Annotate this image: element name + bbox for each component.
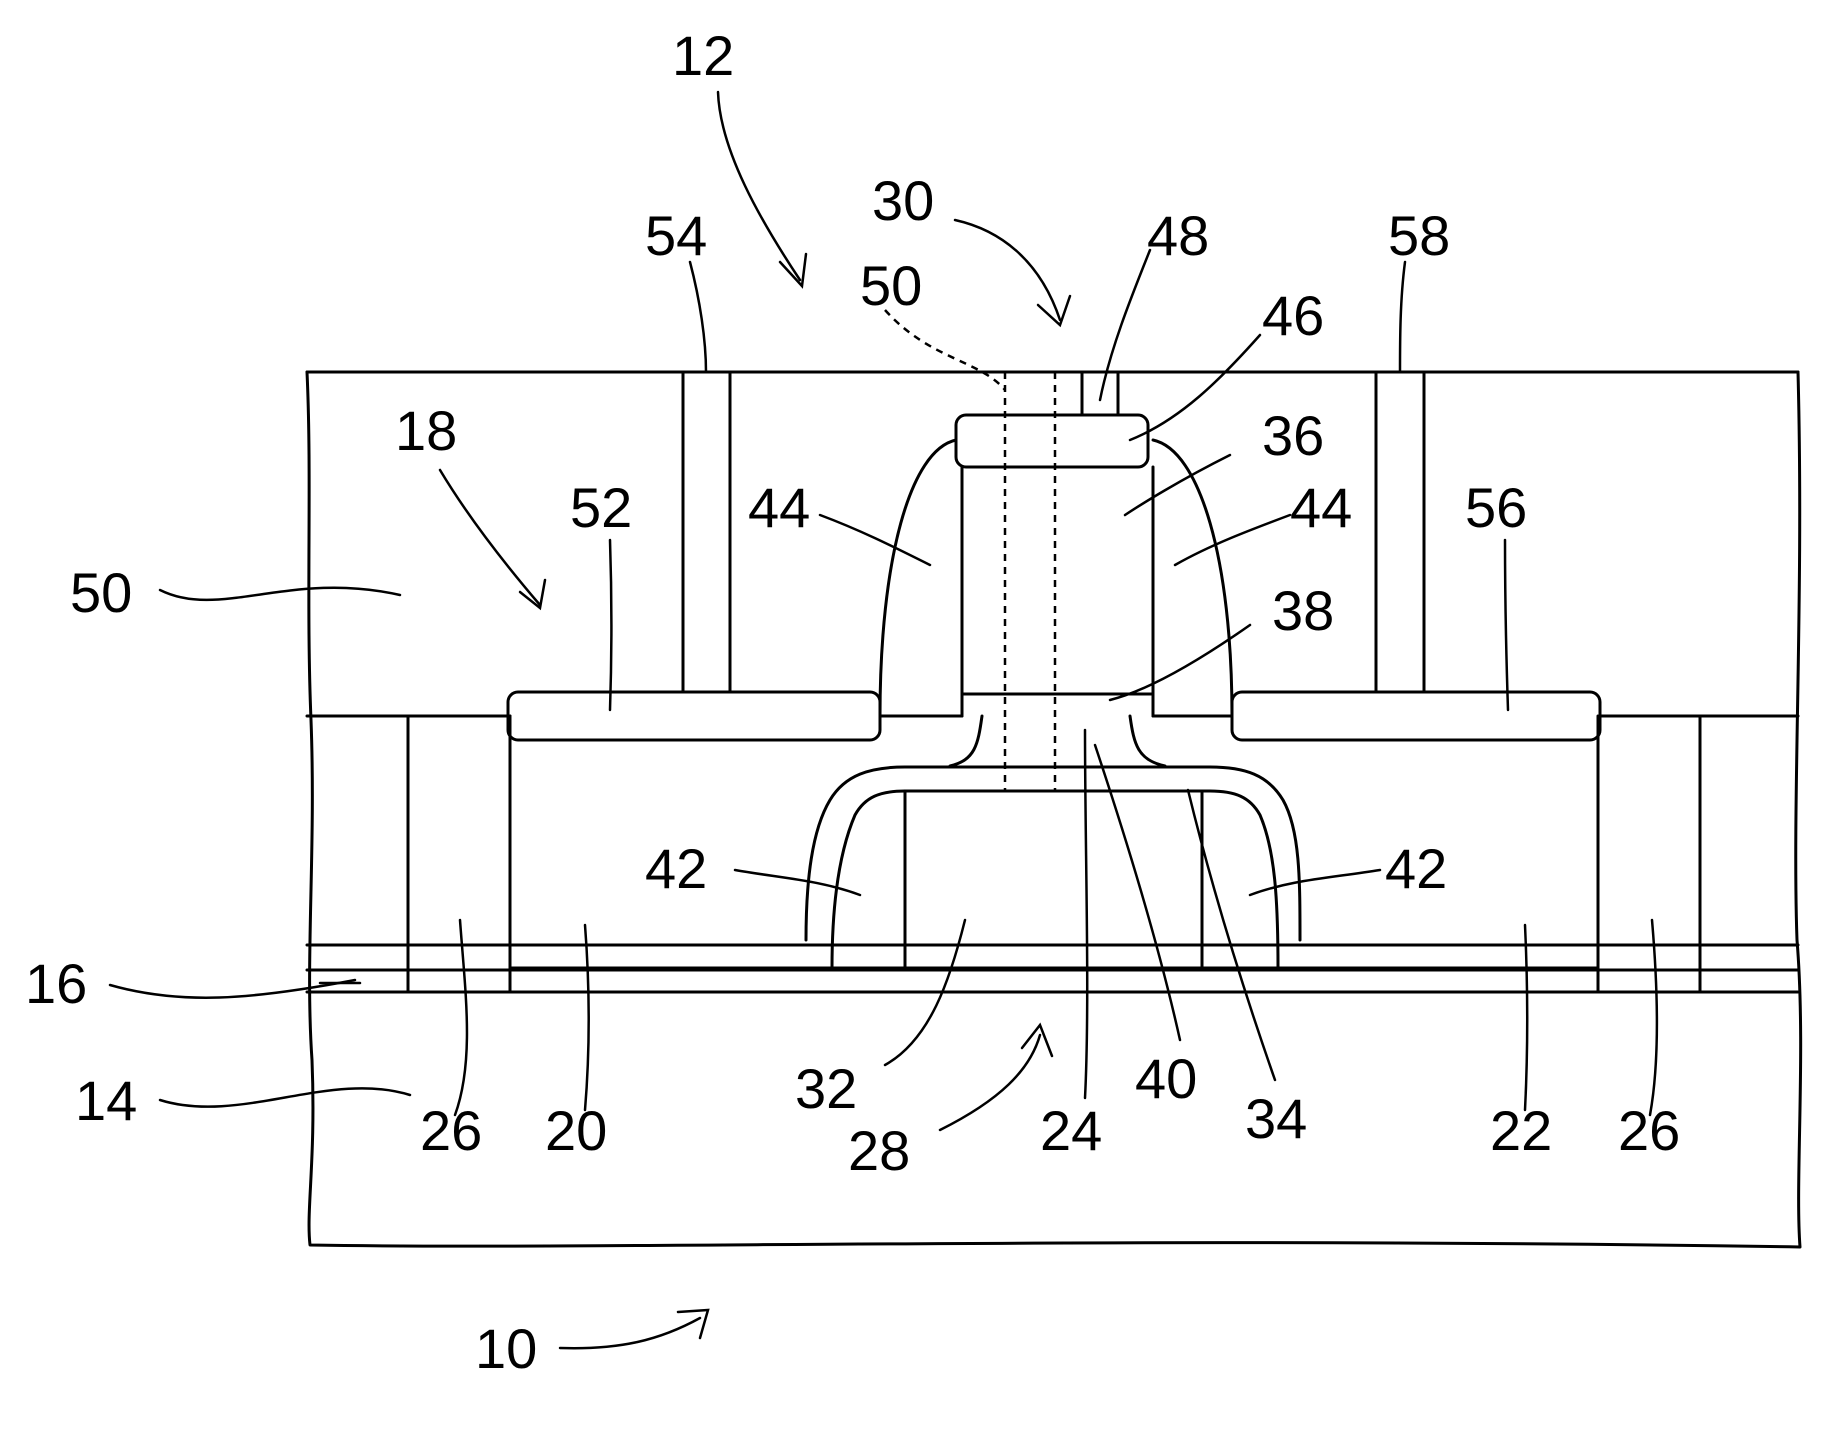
leader-10 bbox=[560, 1318, 700, 1348]
label-18: 18 bbox=[395, 399, 457, 462]
label-52: 52 bbox=[570, 476, 632, 539]
label-12: 12 bbox=[672, 24, 734, 87]
reference-labels: 12 30 54 50 48 58 46 18 36 52 44 44 56 5… bbox=[25, 24, 1680, 1380]
contact-54 bbox=[683, 372, 730, 692]
label-34: 34 bbox=[1245, 1087, 1307, 1150]
leader-54 bbox=[690, 262, 706, 372]
label-36: 36 bbox=[1262, 404, 1324, 467]
label-56: 56 bbox=[1465, 476, 1527, 539]
label-26-left: 26 bbox=[420, 1099, 482, 1162]
label-10: 10 bbox=[475, 1317, 537, 1380]
isolation-left bbox=[408, 716, 510, 992]
leader-40 bbox=[1095, 745, 1180, 1040]
arrowhead-30 bbox=[1038, 296, 1070, 325]
arrowhead-10 bbox=[678, 1310, 708, 1338]
label-26-right: 26 bbox=[1618, 1099, 1680, 1162]
spacer-44-left bbox=[880, 440, 956, 716]
label-44-left: 44 bbox=[748, 476, 810, 539]
leader-58 bbox=[1400, 262, 1405, 372]
leader-28 bbox=[940, 1035, 1040, 1130]
gate-contact-48 bbox=[1082, 372, 1118, 415]
leader-52 bbox=[610, 540, 612, 710]
label-50-left: 50 bbox=[70, 561, 132, 624]
leader-44-left bbox=[820, 515, 930, 565]
leader-36 bbox=[1125, 455, 1230, 515]
label-50-top: 50 bbox=[860, 254, 922, 317]
leader-42-right bbox=[1250, 870, 1380, 895]
leader-46 bbox=[1130, 335, 1260, 440]
label-28: 28 bbox=[848, 1119, 910, 1182]
label-32: 32 bbox=[795, 1057, 857, 1120]
leader-18 bbox=[440, 470, 540, 605]
gate-electrode-36 bbox=[962, 467, 1153, 716]
leader-20 bbox=[585, 925, 589, 1110]
label-24: 24 bbox=[1040, 1099, 1102, 1162]
leader-42-left bbox=[735, 870, 860, 895]
leader-30 bbox=[955, 220, 1060, 320]
silicide-52 bbox=[508, 692, 880, 740]
leader-24 bbox=[1085, 730, 1087, 1098]
leader-56 bbox=[1505, 540, 1508, 710]
isolation-right bbox=[1598, 716, 1700, 992]
label-22: 22 bbox=[1490, 1099, 1552, 1162]
leader-26-right bbox=[1650, 920, 1657, 1115]
silicide-56 bbox=[1232, 692, 1600, 740]
gate-cap-46 bbox=[956, 415, 1148, 467]
label-48: 48 bbox=[1147, 204, 1209, 267]
leader-22 bbox=[1525, 925, 1527, 1110]
label-44-right: 44 bbox=[1290, 476, 1352, 539]
label-58: 58 bbox=[1388, 204, 1450, 267]
leader-50-top bbox=[885, 310, 1005, 390]
channel-24-right bbox=[1130, 716, 1165, 766]
leader-16 bbox=[110, 980, 355, 998]
label-14: 14 bbox=[75, 1069, 137, 1132]
channel-24-left bbox=[950, 716, 982, 766]
leader-44-right bbox=[1175, 515, 1290, 565]
contact-58 bbox=[1376, 372, 1424, 692]
label-54: 54 bbox=[645, 204, 707, 267]
label-38: 38 bbox=[1272, 579, 1334, 642]
label-42-left: 42 bbox=[645, 837, 707, 900]
leader-50-left bbox=[160, 588, 400, 600]
dashed-region-50 bbox=[1005, 372, 1055, 791]
leader-14 bbox=[160, 1088, 410, 1106]
leader-26-left bbox=[455, 920, 467, 1115]
label-30: 30 bbox=[872, 169, 934, 232]
label-16: 16 bbox=[25, 952, 87, 1015]
leader-48 bbox=[1100, 250, 1150, 400]
label-40: 40 bbox=[1135, 1047, 1197, 1110]
spacer-44-right bbox=[1153, 440, 1232, 716]
leader-12 bbox=[718, 92, 800, 280]
label-46: 46 bbox=[1262, 284, 1324, 347]
label-20: 20 bbox=[545, 1099, 607, 1162]
label-42-right: 42 bbox=[1385, 837, 1447, 900]
